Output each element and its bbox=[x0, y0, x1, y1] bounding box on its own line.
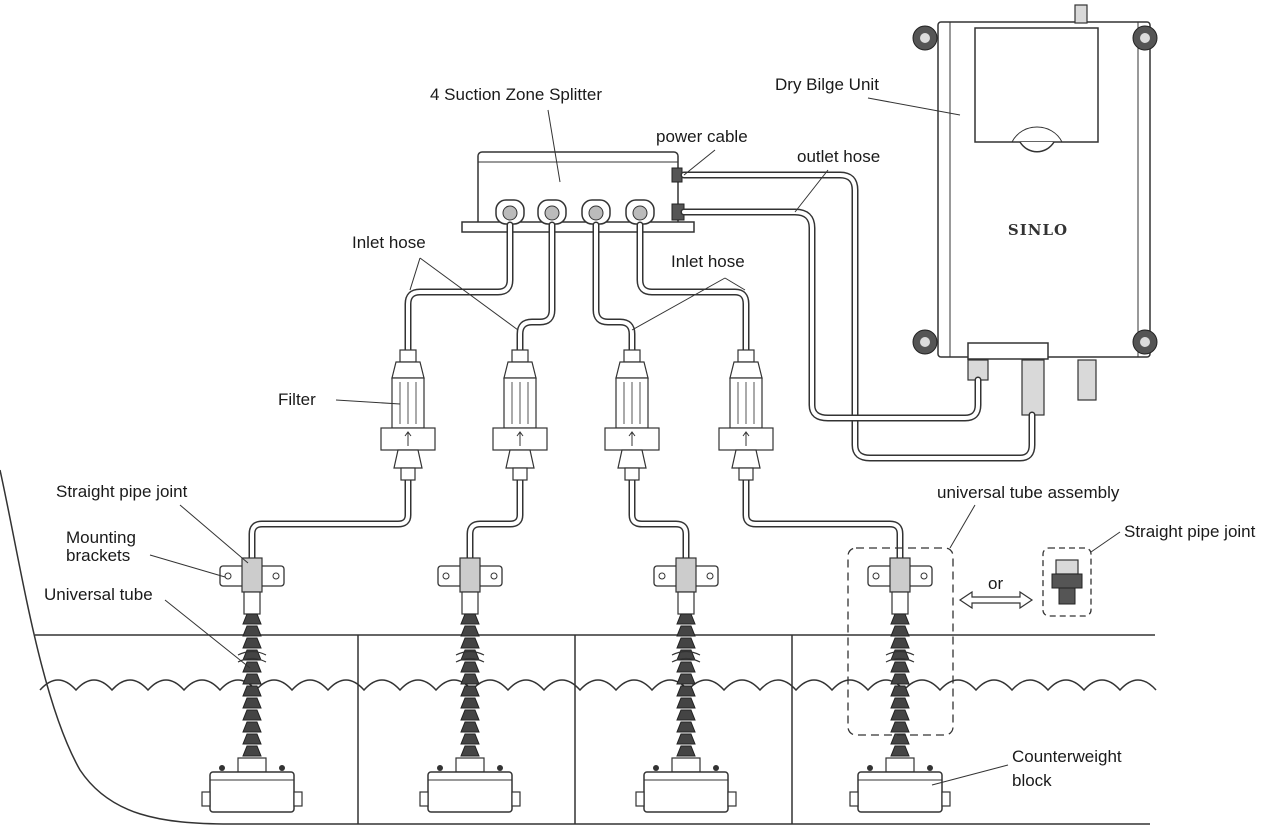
counterweight-block bbox=[209, 771, 295, 813]
universal-tube-segment bbox=[676, 721, 696, 733]
suction-assembly bbox=[201, 557, 303, 813]
leader-lines bbox=[149, 97, 1121, 786]
universal-tube-segment bbox=[460, 721, 480, 733]
universal-tube-segment bbox=[890, 637, 910, 649]
label-straight-pipe-joint-left: Straight pipe joint bbox=[56, 482, 188, 501]
label-or: or bbox=[988, 574, 1003, 593]
universal-tube-segment bbox=[242, 721, 262, 733]
counterweight-block bbox=[643, 771, 729, 813]
universal-tube-segment bbox=[242, 685, 262, 697]
suction-zone-splitter bbox=[461, 151, 695, 233]
brand-logo: SINLO bbox=[1008, 221, 1068, 239]
universal-tube-segment bbox=[890, 673, 910, 685]
suction-hose bbox=[628, 474, 690, 566]
universal-tube-segment bbox=[242, 613, 262, 625]
universal-tube-segment bbox=[242, 625, 262, 637]
label-splitter: 4 Suction Zone Splitter bbox=[430, 85, 602, 104]
label-outlet-hose: outlet hose bbox=[797, 147, 880, 166]
inlet-hose bbox=[636, 221, 750, 356]
suction-assembly bbox=[419, 557, 521, 813]
label-filter: Filter bbox=[278, 390, 316, 409]
universal-tube-segment bbox=[676, 685, 696, 697]
universal-tube-segment bbox=[676, 661, 696, 673]
universal-tube-segment bbox=[460, 625, 480, 637]
universal-tube-segment bbox=[676, 673, 696, 685]
counterweight-block bbox=[857, 771, 943, 813]
suction-assembly bbox=[849, 557, 951, 813]
universal-tube-segment bbox=[460, 661, 480, 673]
universal-tube-segment bbox=[676, 709, 696, 721]
inlet-hoses bbox=[248, 221, 904, 566]
label-mounting-brackets-2: brackets bbox=[66, 546, 130, 565]
or-arrow bbox=[958, 590, 1034, 610]
universal-tube-segment bbox=[242, 709, 262, 721]
inlet-hose bbox=[592, 221, 636, 356]
universal-tube-segment bbox=[890, 661, 910, 673]
universal-tube-segment bbox=[676, 697, 696, 709]
filter bbox=[380, 349, 436, 481]
label-straight-pipe-joint-right: Straight pipe joint bbox=[1124, 522, 1256, 541]
suction-hose bbox=[248, 474, 412, 566]
universal-tube-segment bbox=[242, 733, 262, 745]
universal-tube-segment bbox=[890, 745, 910, 757]
universal-tube-segment bbox=[242, 697, 262, 709]
universal-tube-segment bbox=[242, 661, 262, 673]
universal-tube-segment bbox=[460, 637, 480, 649]
label-counterweight-2: block bbox=[1012, 771, 1052, 790]
straight-pipe-joint bbox=[889, 557, 911, 593]
label-inlet-hose-right: Inlet hose bbox=[671, 252, 745, 271]
suction-hose bbox=[466, 474, 524, 566]
universal-tube-segment bbox=[460, 685, 480, 697]
universal-tube-segment bbox=[890, 625, 910, 637]
straight-pipe-joint bbox=[675, 557, 697, 593]
universal-tube-segment bbox=[460, 709, 480, 721]
universal-tube-segment bbox=[676, 745, 696, 757]
filters bbox=[380, 349, 774, 481]
filter bbox=[604, 349, 660, 481]
dry-bilge-unit: SINLO bbox=[912, 4, 1158, 416]
label-universal-tube-assembly: universal tube assembly bbox=[937, 483, 1120, 502]
universal-tube-segment bbox=[460, 733, 480, 745]
universal-tube-segment bbox=[676, 613, 696, 625]
label-mounting-brackets-1: Mounting bbox=[66, 528, 136, 547]
suction-assemblies bbox=[201, 557, 951, 813]
universal-tube-segment bbox=[676, 637, 696, 649]
universal-tube-assembly-box bbox=[847, 547, 954, 736]
universal-tube-segment bbox=[890, 709, 910, 721]
outlet-hoses bbox=[680, 171, 1036, 462]
universal-tube-segment bbox=[676, 625, 696, 637]
universal-tube-segment bbox=[890, 697, 910, 709]
straight-pipe-joint bbox=[241, 557, 263, 593]
counterweight-block bbox=[427, 771, 513, 813]
universal-tube-segment bbox=[242, 745, 262, 757]
label-inlet-hose-left: Inlet hose bbox=[352, 233, 426, 252]
universal-tube-segment bbox=[890, 613, 910, 625]
universal-tube-segment bbox=[460, 697, 480, 709]
filter bbox=[718, 349, 774, 481]
straight-pipe-joint-alt bbox=[1042, 547, 1092, 617]
universal-tube-segment bbox=[460, 745, 480, 757]
universal-tube-segment bbox=[890, 685, 910, 697]
inlet-hose bbox=[516, 221, 556, 356]
suction-hose bbox=[742, 474, 904, 566]
universal-tube-segment bbox=[676, 733, 696, 745]
universal-tube-segment bbox=[890, 733, 910, 745]
filter bbox=[492, 349, 548, 481]
label-universal-tube: Universal tube bbox=[44, 585, 153, 604]
splitter-ports bbox=[495, 199, 655, 225]
water-waves bbox=[39, 679, 1157, 692]
universal-tube-segment bbox=[242, 637, 262, 649]
universal-tube-segment bbox=[890, 721, 910, 733]
label-dry-bilge-unit: Dry Bilge Unit bbox=[775, 75, 879, 94]
suction-assembly bbox=[635, 557, 737, 813]
label-counterweight-1: Counterweight bbox=[1012, 747, 1122, 766]
universal-tube-segment bbox=[460, 673, 480, 685]
hull bbox=[0, 469, 1155, 825]
universal-tube-segment bbox=[242, 673, 262, 685]
label-power-cable: power cable bbox=[656, 127, 748, 146]
universal-tube-segment bbox=[460, 613, 480, 625]
straight-pipe-joint bbox=[459, 557, 481, 593]
